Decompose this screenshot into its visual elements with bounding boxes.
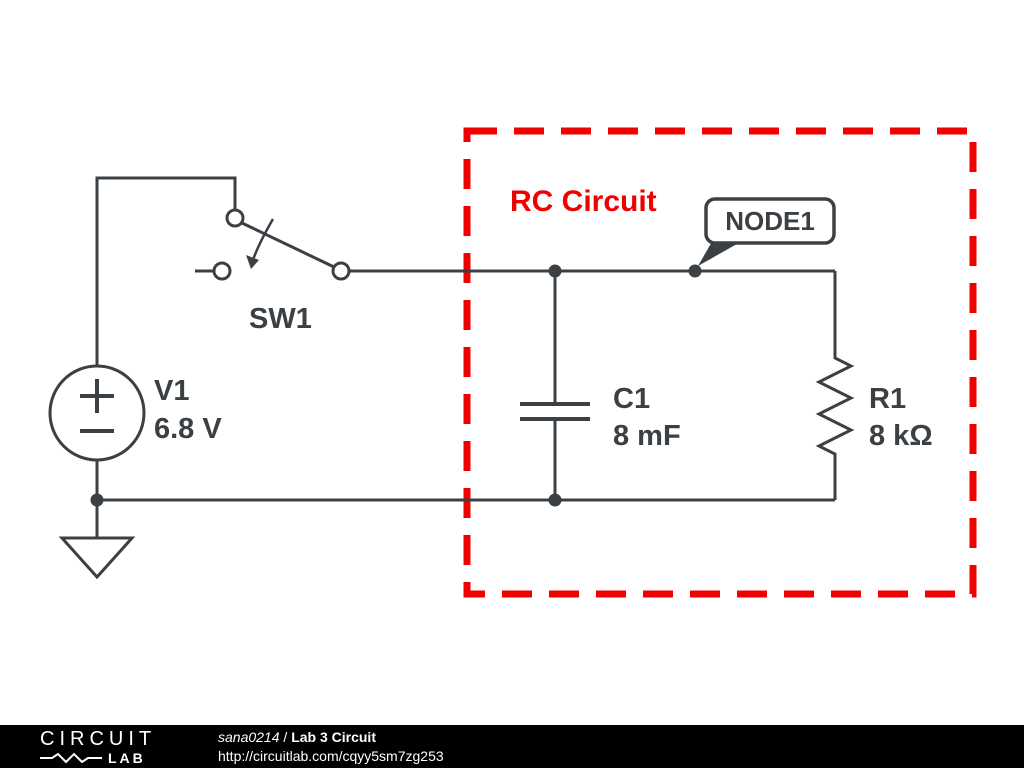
sw1-lever	[241, 221, 335, 269]
junction-dot	[548, 493, 562, 507]
footer-url: http://circuitlab.com/cqyy5sm7zg253	[218, 747, 444, 764]
r1-name-label: R1	[869, 383, 906, 415]
c1-value-label: 8 mF	[613, 420, 681, 452]
schematic-canvas: RC Circuit V1 6.8 V	[48, 127, 977, 598]
footer-bar: CIRCUIT LAB sana0214 / Lab 3 Circuit htt…	[0, 725, 1024, 768]
logo-wordmark-lab: LAB	[108, 749, 146, 766]
c1-capacitor: C1 8 mF	[520, 383, 681, 452]
ground-triangle-icon	[58, 536, 136, 580]
footer-author: sana0214	[218, 728, 280, 745]
r1-value-label: 8 kΩ	[869, 420, 933, 452]
v1-value-label: 6.8 V	[154, 413, 222, 445]
node1-pointer	[698, 240, 744, 266]
sw1-name-label: SW1	[249, 303, 312, 335]
v1-plus-icon	[80, 379, 114, 413]
footer-meta: sana0214 / Lab 3 Circuit http://circuitl…	[218, 728, 444, 766]
footer-project-line: sana0214 / Lab 3 Circuit	[218, 728, 444, 747]
footer-separator: /	[279, 728, 292, 745]
sw1-terminal-left	[212, 261, 232, 281]
junction-dot	[548, 264, 562, 278]
r1-resistor: R1 8 kΩ	[815, 271, 933, 500]
sw1-switch: SW1	[212, 208, 351, 335]
sw1-motion-arc	[251, 218, 275, 261]
junction-dots	[90, 264, 702, 507]
circuitlab-logo: CIRCUIT LAB	[40, 729, 210, 765]
node1-box	[704, 197, 836, 245]
junction-dot	[688, 264, 702, 278]
node1-callout: NODE1	[698, 197, 836, 266]
logo-resistor-zigzag-icon	[40, 752, 102, 763]
junction-dot	[90, 493, 104, 507]
footer-project-title: Lab 3 Circuit	[291, 728, 376, 745]
rc-region-label: RC Circuit	[510, 185, 657, 218]
wire-top-left	[95, 176, 237, 366]
sw1-arrowhead-icon	[246, 255, 259, 269]
c1-name-label: C1	[613, 383, 650, 415]
v1-name-label: V1	[154, 375, 189, 407]
logo-wordmark-circuit: CIRCUIT	[40, 727, 157, 750]
v1-voltage-source: V1 6.8 V	[48, 364, 222, 462]
wires	[95, 176, 835, 538]
rc-boundary-box	[463, 127, 977, 598]
ground-symbol	[58, 536, 136, 580]
sw1-terminal-top	[225, 208, 245, 228]
node1-label: NODE1	[725, 206, 815, 236]
sw1-terminal-right	[331, 261, 351, 281]
r1-zigzag	[815, 271, 855, 500]
